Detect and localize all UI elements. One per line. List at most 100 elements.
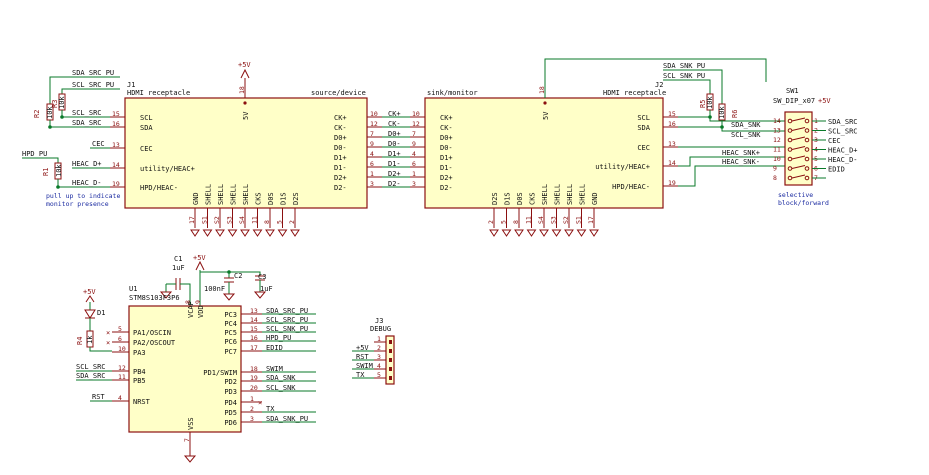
u1-left-label: PA2/OSCOUT bbox=[133, 339, 176, 347]
sda-src-label: SDA_SRC bbox=[72, 119, 102, 127]
j1-right-pin-num: 12 bbox=[370, 120, 378, 128]
j1-bottom-num: 5 bbox=[276, 220, 284, 224]
u1-right-net: SCL_SNK_PU bbox=[266, 325, 308, 333]
j1-5v-rail: +5V bbox=[238, 61, 251, 69]
j1-right-pin-num: 3 bbox=[370, 180, 374, 188]
j2-left-pin-label: D2+ bbox=[440, 174, 453, 182]
j2-left-pin-num: 9 bbox=[412, 140, 416, 148]
u1-right-label: PC4 bbox=[224, 320, 237, 328]
decoupling-caps: +5V C1 1uF C2 100nF C3 1uF bbox=[159, 254, 273, 306]
bus-label: D2+ bbox=[388, 170, 401, 178]
u1-left-label: NRST bbox=[133, 398, 151, 406]
heac-d-plus-label: HEAC_D+ bbox=[72, 160, 102, 168]
j1-right-pin-label: D1+ bbox=[334, 154, 347, 162]
u1-right-num: 16 bbox=[250, 334, 258, 342]
j1-5v-label: 5V bbox=[242, 111, 250, 120]
u1-vcap-num: 8 bbox=[184, 300, 192, 304]
u1-right-net: SWIM bbox=[266, 365, 283, 373]
j1-bottom-label: SHELL bbox=[217, 184, 225, 205]
j1-right-pin-num: 4 bbox=[370, 150, 374, 158]
j3-name: DEBUG bbox=[370, 325, 391, 333]
r4-ref: R4 bbox=[76, 337, 84, 345]
j2-left-pin-num: 7 bbox=[412, 130, 416, 138]
u1-vss: VSS bbox=[187, 417, 195, 430]
j3-pin-num: 5 bbox=[377, 371, 381, 379]
u1-right-label: PC7 bbox=[224, 348, 237, 356]
j1-bottom-num: 2 bbox=[288, 220, 296, 224]
sink-pullups: SDA_SNK_PU SCL_SNK_PU R5 10k R6 10k SDA_… bbox=[663, 62, 785, 187]
nc-mark: × bbox=[106, 329, 110, 337]
u1-right-net: SDA_SNK_PU bbox=[266, 415, 308, 423]
r3-ref: R3 bbox=[51, 100, 59, 108]
source-pullups: SDA_SRC_PU SCL_SRC_PU R2 10k R3 10k SCL_… bbox=[22, 69, 120, 208]
j1-bottom-label: SHELL bbox=[205, 184, 213, 205]
j2-bottom-num: S2 bbox=[562, 216, 570, 224]
r5-val: 10k bbox=[706, 96, 714, 109]
j1-bottom-label: D1S bbox=[280, 192, 288, 205]
scl-snk-label: SCL_SNK bbox=[731, 131, 761, 139]
sw-left-num: 11 bbox=[773, 146, 781, 154]
sw-note-2: block/forward bbox=[778, 199, 829, 207]
u1-right-net: SCL_SNK bbox=[266, 384, 296, 392]
j2-left-pin-label: D0+ bbox=[440, 134, 453, 142]
sw-left-num: 12 bbox=[773, 136, 781, 144]
j2-bottom-num: 17 bbox=[587, 216, 595, 224]
j1-bottom-label: GND bbox=[192, 192, 200, 205]
j1-right-pin-label: D0- bbox=[334, 144, 347, 152]
sda-snk-pu-label: SDA_SNK_PU bbox=[663, 62, 705, 70]
j2-left-pin-num: 6 bbox=[412, 160, 416, 168]
u1-right-label: PD4 bbox=[224, 399, 237, 407]
hdmi-data-bus: CK+CK-D0+D0-D1+D1-D2+D2- bbox=[382, 110, 410, 188]
r3-val: 10k bbox=[58, 96, 66, 109]
bus-label: D0- bbox=[388, 140, 401, 148]
u1-ref: U1 bbox=[129, 285, 137, 293]
j2-bottom-num: 11 bbox=[525, 216, 533, 224]
j3-pin-num: 3 bbox=[377, 353, 381, 361]
u1-left-num: 10 bbox=[118, 345, 126, 353]
u1-left-num: 6 bbox=[118, 335, 122, 343]
scl-src-label: SCL_SRC bbox=[72, 109, 102, 117]
j2-bottom-num: S1 bbox=[575, 216, 583, 224]
heac-d-minus-label: HEAC_D- bbox=[72, 179, 102, 187]
j2-left-pin-label: D1+ bbox=[440, 154, 453, 162]
j2-left-pin-num: 1 bbox=[412, 170, 416, 178]
pb5-net: SDA_SRC bbox=[76, 372, 106, 380]
j2-left-pin-num: 3 bbox=[412, 180, 416, 188]
j3-net: SWIM bbox=[356, 362, 373, 370]
j3-pin-num: 4 bbox=[377, 362, 381, 370]
j2-left-pin-label: CK- bbox=[440, 124, 453, 132]
sw-right-net: SDA_SRC bbox=[828, 118, 858, 126]
u1-right-label: PC6 bbox=[224, 338, 237, 346]
u1-right-num: 14 bbox=[250, 316, 258, 324]
c1-val: 1uF bbox=[172, 264, 185, 272]
u1-right-net: SDA_SRC_PU bbox=[266, 307, 308, 315]
sw-right-net: HEAC_D- bbox=[828, 156, 858, 164]
u1-right-label: PD2 bbox=[224, 378, 237, 386]
c1-ref: C1 bbox=[174, 255, 182, 263]
j3-pin-num: 2 bbox=[377, 344, 381, 352]
j1-right-pin-num: 1 bbox=[370, 170, 374, 178]
u1-right-net: EDID bbox=[266, 344, 283, 352]
pb4-net: SCL_SRC bbox=[76, 363, 106, 371]
c3-val: 1uF bbox=[260, 285, 273, 293]
r2-ref: R2 bbox=[33, 110, 41, 118]
heac-snk-minus-label: HEAC_SNK- bbox=[722, 158, 760, 166]
j1-right-pin-num: 6 bbox=[370, 160, 374, 168]
j2-bottom-pins: D2S2D1S5D0S8CKS11SHELLS4SHELLS3SHELLS2SH… bbox=[487, 184, 599, 237]
j1-bottom-num: 17 bbox=[188, 216, 196, 224]
j1-right-pin-label: D0+ bbox=[334, 134, 347, 142]
j2-right-pin-label: HPD/HEAC- bbox=[612, 183, 650, 191]
sw-right-net: HEAC_D+ bbox=[828, 147, 858, 155]
nc-mark: × bbox=[106, 339, 110, 347]
u1-vdd-num: 9 bbox=[194, 300, 202, 304]
j1-right-pin-label: CK+ bbox=[334, 114, 347, 122]
j2-left-pin-label: D0- bbox=[440, 144, 453, 152]
